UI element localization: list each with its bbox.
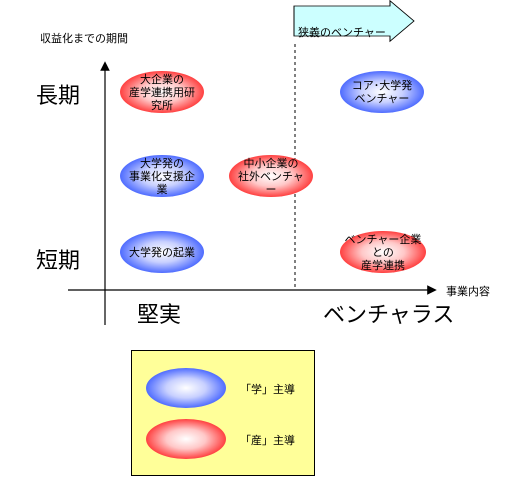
node-label: 中小企業の 社外ベンチャー <box>238 156 304 196</box>
node-label: 大学発の起業 <box>129 245 195 259</box>
node-large-company-lab: 大企業の 産学連携用研究所 <box>120 71 204 113</box>
x-axis-label: 事業内容 <box>446 285 490 298</box>
node-label: 大学発の 事業化支援企業 <box>129 156 195 196</box>
legend-academia-swatch <box>146 368 226 408</box>
legend: 「学」主導 「産」主導 <box>131 350 315 476</box>
y-axis-top-label: 長期 <box>36 84 81 109</box>
node-venture-industry-academia: ベンチャー企業との 産学連携 <box>340 231 426 273</box>
narrow-venture-arrow-label: 狭義のベンチャー <box>298 26 386 39</box>
node-sme-external-venture: 中小企業の 社外ベンチャー <box>229 155 313 197</box>
legend-industry-swatch <box>146 419 226 459</box>
narrow-venture-arrow <box>293 0 415 43</box>
legend-academia-label: 「学」主導 <box>240 383 295 396</box>
y-axis-label: 収益化までの期間 <box>40 32 128 45</box>
node-university-startup: 大学発の起業 <box>120 231 204 273</box>
legend-industry-label: 「産」主導 <box>240 434 295 447</box>
node-label: コア･大学発 ベンチャー <box>351 79 413 105</box>
x-axis-left-label: 堅実 <box>137 303 182 328</box>
y-axis-bottom-label: 短期 <box>36 249 81 274</box>
node-label: 大企業の 産学連携用研究所 <box>129 72 195 112</box>
node-university-commercialization-support: 大学発の 事業化支援企業 <box>120 155 204 197</box>
x-axis-right-label: ベンチャラス <box>323 303 455 328</box>
node-core-university-venture: コア･大学発 ベンチャー <box>340 71 424 113</box>
node-label: ベンチャー企業との 産学連携 <box>344 232 422 272</box>
